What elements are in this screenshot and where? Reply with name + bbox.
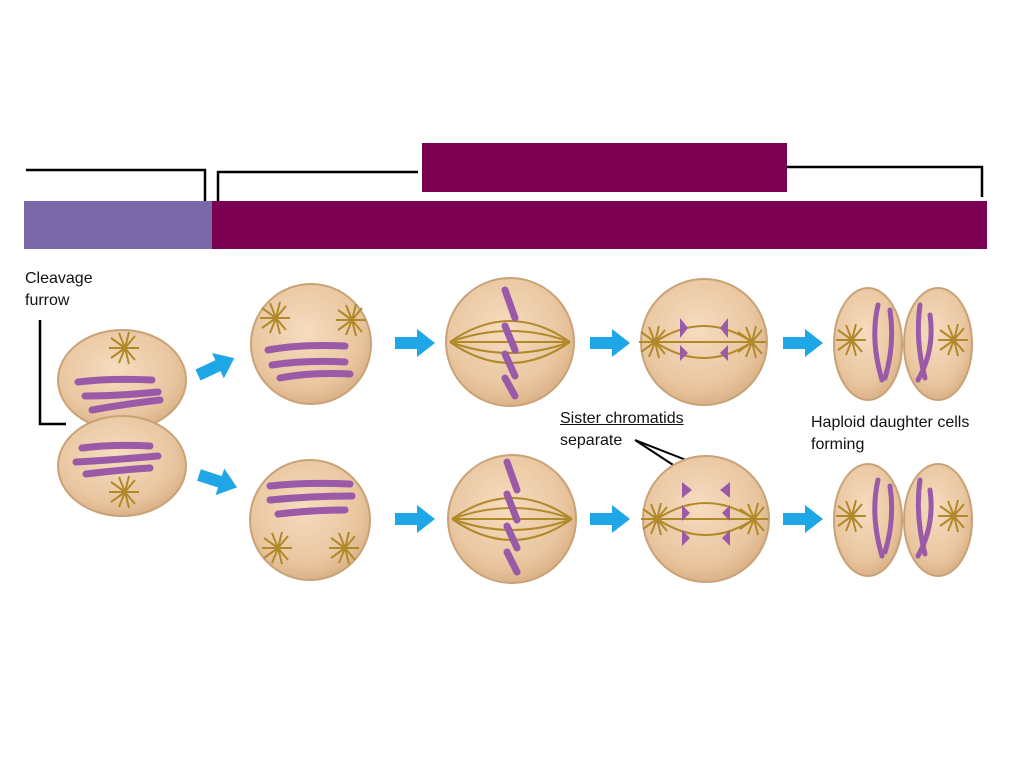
right-arrow-icon <box>590 329 630 357</box>
right-arrow-icon <box>395 329 435 357</box>
cell-anaphase-ii-top <box>638 278 768 406</box>
cell-metaphase-ii-bottom <box>447 454 577 584</box>
right-arrow-icon <box>192 345 241 388</box>
title-box <box>422 143 787 192</box>
cell-prophase-ii-bottom <box>249 459 371 581</box>
label-sister-chromatids: Sister chromatids separate <box>560 410 684 449</box>
right-arrow-icon <box>194 461 242 501</box>
label-cleavage-furrow: Cleavage furrow <box>25 270 93 309</box>
right-arrow-icon <box>783 329 823 357</box>
cell-metaphase-ii-top <box>445 277 575 407</box>
cell-prophase-ii-top <box>250 283 372 405</box>
right-arrow-icon <box>783 505 823 533</box>
cell-telophase-i <box>57 329 187 517</box>
phase-bar-telophase-i <box>24 201 212 249</box>
cell-telophase-ii-bottom <box>833 463 973 577</box>
right-arrow-icon <box>395 505 435 533</box>
cell-telophase-ii-top <box>833 287 973 401</box>
right-arrow-icon <box>590 505 630 533</box>
cell-anaphase-ii-bottom <box>640 455 770 583</box>
label-haploid-daughter-cells: Haploid daughter cells forming <box>811 414 970 453</box>
cleavage-furrow-pointer <box>38 320 66 426</box>
bracket-lines <box>26 165 984 201</box>
phase-bar-meiosis-ii <box>212 201 987 249</box>
